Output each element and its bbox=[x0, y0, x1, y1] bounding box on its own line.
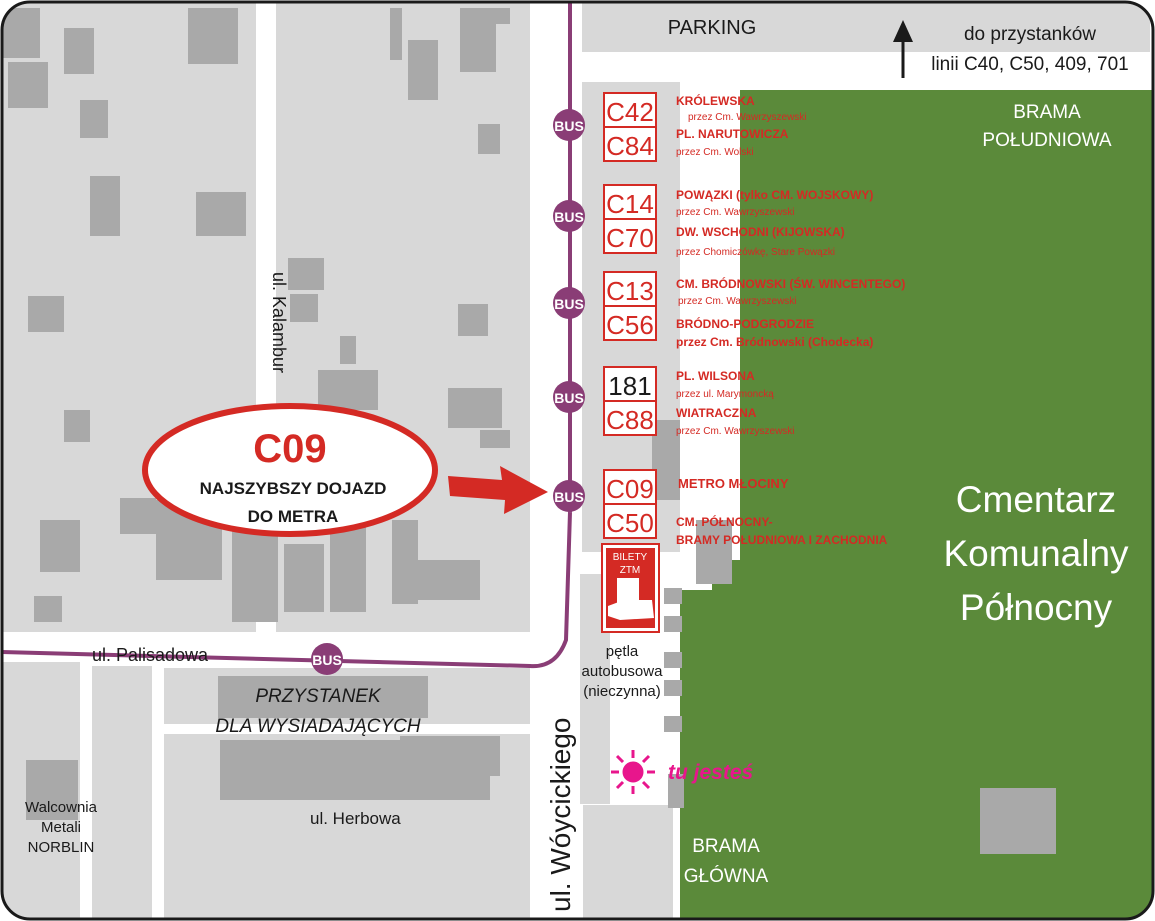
route-via: BRAMY POŁUDNIOWA I ZACHODNIA bbox=[676, 533, 888, 547]
bus-loop-line1: pętla bbox=[606, 643, 639, 660]
route-destination: METRO MŁOCINY bbox=[678, 476, 789, 491]
svg-text:BUS: BUS bbox=[554, 489, 584, 505]
gate-south-line2: POŁUDNIOWA bbox=[982, 130, 1111, 151]
c09-callout: C09 NAJSZYBSZY DOJAZD DO METRA bbox=[142, 403, 438, 537]
gate-main-line2: GŁÓWNA bbox=[684, 865, 769, 887]
callout-line2: DO METRA bbox=[248, 507, 339, 526]
stop-3-routes: C13 C56 CM. BRÓDNOWSKI (ŚW. WINCENTEGO) … bbox=[603, 271, 905, 349]
cemetery-area bbox=[680, 90, 1153, 919]
bus-stop-icon: BUS bbox=[553, 381, 585, 413]
stop-1-routes: C42 C84 KRÓLEWSKA przez Cm. Wawrzyszewsk… bbox=[603, 92, 807, 162]
stop-2-routes: C14 C70 POWĄZKI (tylko CM. WOJSKOWY) prz… bbox=[603, 184, 873, 258]
stops-note-line1: do przystanków bbox=[964, 24, 1096, 45]
sun-marker-icon bbox=[611, 750, 655, 794]
route-number: C42 bbox=[606, 97, 654, 127]
bus-loop-line2: autobusowa bbox=[582, 663, 664, 680]
buildings bbox=[2, 8, 1056, 854]
north-arrow-icon bbox=[893, 20, 913, 78]
gate-south-line1: BRAMA bbox=[1013, 102, 1081, 123]
svg-text:ZTM: ZTM bbox=[620, 565, 641, 576]
route-number: C14 bbox=[606, 189, 654, 219]
route-destination: PL. NARUTOWICZA bbox=[676, 127, 789, 141]
walcownia-line1: Walcownia bbox=[25, 799, 98, 816]
route-number: C09 bbox=[606, 474, 654, 504]
route-number: C70 bbox=[606, 223, 654, 253]
svg-text:BUS: BUS bbox=[554, 296, 584, 312]
cemetery-line2: Komunalny bbox=[943, 533, 1129, 574]
route-number: C13 bbox=[606, 276, 654, 306]
walcownia-line3: NORBLIN bbox=[28, 839, 95, 856]
route-via: przez Cm. Wawrzyszewski bbox=[676, 426, 795, 437]
route-destination: PL. WILSONA bbox=[676, 369, 755, 383]
route-via: przez Cm. Wawrzyszewski bbox=[688, 112, 807, 123]
parking-label: PARKING bbox=[668, 17, 757, 39]
bus-loop-line3: (nieczynna) bbox=[583, 683, 661, 700]
route-via: przez Cm. Wawrzyszewski bbox=[676, 207, 795, 218]
route-via: przez Cm. Wolski bbox=[676, 147, 754, 158]
stop-5-routes: C09 C50 METRO MŁOCINY CM. PÓŁNOCNY- BRAM… bbox=[603, 469, 888, 547]
route-number: C50 bbox=[606, 508, 654, 538]
bus-stop-icon: BUS bbox=[311, 643, 343, 675]
street-woycickiego: ul. Wóycickiego bbox=[545, 717, 576, 912]
street-herbowa: ul. Herbowa bbox=[310, 809, 401, 828]
bus-stop-icon: BUS bbox=[553, 200, 585, 232]
route-destination: KRÓLEWSKA bbox=[676, 93, 755, 108]
route-destination: CM. PÓŁNOCNY- bbox=[676, 514, 773, 529]
cemetery-line3: Północny bbox=[960, 587, 1113, 628]
ticket-hand-icon: BILETY ZTM bbox=[601, 543, 660, 633]
svg-text:BUS: BUS bbox=[312, 652, 342, 668]
callout-route: C09 bbox=[253, 427, 326, 471]
bus-stop-icon: BUS bbox=[553, 287, 585, 319]
gate-main-line1: BRAMA bbox=[692, 836, 760, 857]
svg-text:BUS: BUS bbox=[554, 209, 584, 225]
svg-text:BUS: BUS bbox=[554, 390, 584, 406]
walcownia-line2: Metali bbox=[41, 819, 81, 836]
alight-stop-line2: DLA WYSIADAJĄCYCH bbox=[215, 716, 420, 737]
street-kalambur: ul. Kalambur bbox=[269, 272, 289, 373]
route-number: C88 bbox=[606, 405, 654, 435]
bus-route-lines bbox=[2, 2, 572, 669]
route-via: przez Cm. Bródnowski (Chodecka) bbox=[676, 335, 873, 349]
stops-note-line2: linii C40, C50, 409, 701 bbox=[931, 54, 1129, 75]
route-via: przez ul. Marymoncką bbox=[676, 389, 774, 400]
svg-text:BILETY: BILETY bbox=[613, 552, 648, 563]
route-number: C84 bbox=[606, 131, 654, 161]
route-number: C56 bbox=[606, 310, 654, 340]
svg-text:BUS: BUS bbox=[554, 118, 584, 134]
street-palisadowa: ul. Palisadowa bbox=[92, 645, 209, 665]
callout-line1: NAJSZYBSZY DOJAZD bbox=[200, 479, 387, 498]
route-destination: CM. BRÓDNOWSKI (ŚW. WINCENTEGO) bbox=[676, 276, 905, 291]
route-destination: WIATRACZNA bbox=[676, 406, 757, 420]
route-destination: BRÓDNO-PODGRODZIE bbox=[676, 316, 814, 331]
callout-arrow-icon bbox=[448, 466, 548, 514]
route-destination: DW. WSCHODNI (KIJOWSKA) bbox=[676, 225, 845, 239]
you-are-here-label: tu jesteś bbox=[668, 761, 753, 784]
stop-4-routes: 181 C88 PL. WILSONA przez ul. Marymoncką… bbox=[603, 366, 795, 437]
bus-stop-icon: BUS bbox=[553, 480, 585, 512]
route-via: przez Cm. Wawrzyszewski bbox=[678, 296, 797, 307]
bus-stop-icon: BUS bbox=[553, 109, 585, 141]
route-number: 181 bbox=[608, 371, 651, 401]
alight-stop-line1: PRZYSTANEK bbox=[255, 686, 382, 707]
cemetery-line1: Cmentarz bbox=[956, 479, 1116, 520]
route-destination: POWĄZKI (tylko CM. WOJSKOWY) bbox=[676, 188, 873, 202]
route-via: przez Chomiczówkę, Stare Powązki bbox=[676, 247, 835, 258]
